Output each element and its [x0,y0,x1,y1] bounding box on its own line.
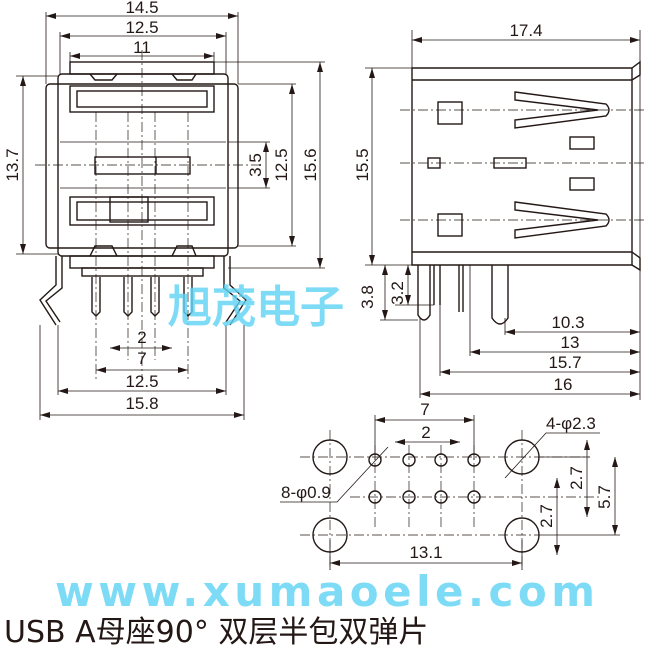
dim-port-width: 11 [133,38,151,57]
dim-total-height: 15.6 [301,148,320,181]
dim-port-span: 12.5 [272,148,291,181]
footprint-view: 7 2 4-φ2.3 8-φ0.9 2.7 5.7 2.7 13.1 [280,400,620,570]
dim-fp-pin-span: 7 [420,400,429,419]
dim-d1: 10.3 [551,313,584,332]
side-view: 17.4 15.5 3.8 3.2 10.3 13 15.7 16 [353,21,645,400]
dim-leg-overall: 15.8 [125,394,158,413]
dim-row-offset: 2.7 [567,466,586,490]
dim-pin-length: 3.8 [358,285,377,309]
dim-leg-length: 3.2 [388,281,407,305]
dim-mount-holes: 4-φ2.3 [546,414,596,433]
dim-shell-width: 12.5 [125,18,158,37]
dim-overall-width: 14.5 [125,0,158,17]
pin-holes [368,453,481,504]
dim-d2: 13 [561,333,580,352]
dim-depth: 17.4 [509,21,542,40]
dim-hole-span-v: 5.7 [595,485,614,509]
dim-pin-span: 7 [137,349,146,368]
dim-side-height: 15.5 [353,148,372,181]
dim-d4: 16 [554,375,573,394]
page-title: USB A母座90° 双层半包双弹片 [4,615,428,650]
dim-height: 13.7 [3,148,22,181]
dim-port-gap: 3.5 [246,153,265,177]
dim-row-offset-2: 2.7 [537,504,556,528]
dim-d3: 15.7 [548,353,581,372]
dim-fp-pin-pitch: 2 [421,423,430,442]
watermark-url: www.xumaoele.com [55,567,595,616]
dim-pin-pitch: 2 [137,328,146,347]
watermark-brand: 旭茂电子 [168,282,344,333]
front-view: 14.5 12.5 11 13.7 3.5 12.5 15.6 2 7 12.5… [3,0,325,420]
dim-pin-holes: 8-φ0.9 [281,483,331,502]
dim-leg-span: 12.5 [125,372,158,391]
dim-hole-span-h: 13.1 [409,543,442,562]
